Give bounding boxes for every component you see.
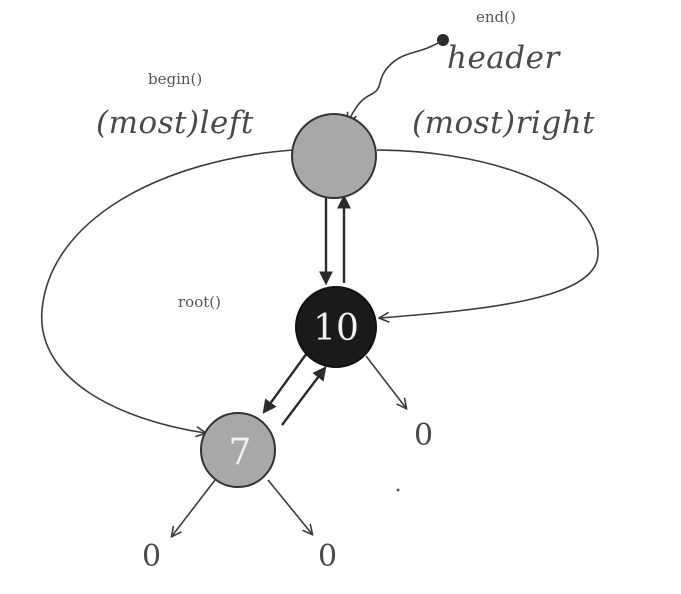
root-to-left-edge [262,352,308,414]
root-label: root() [178,293,221,311]
header-link-edge [348,39,444,122]
leftmost-link-edge [41,149,294,433]
left-to-root-edge [281,366,327,426]
header-label: header [447,40,561,76]
most-left-label: (most)left [96,105,254,141]
left-left-null-edge [172,479,216,536]
header-node [291,113,377,199]
left-node [200,412,276,488]
left-right-null: 0 [318,539,337,574]
speck-dot [396,488,400,492]
root-node [295,286,377,368]
rightmost-link-edge [376,149,599,318]
left-left-null: 0 [142,539,161,574]
begin-label: begin() [148,70,202,88]
root-right-null-edge [365,355,406,408]
root-right-null: 0 [414,418,433,453]
left-right-null-edge [267,479,312,534]
root-node-value: 10 [313,308,359,349]
end-label: end() [476,8,516,26]
left-node-value: 7 [229,432,252,473]
most-right-label: (most)right [412,105,595,141]
